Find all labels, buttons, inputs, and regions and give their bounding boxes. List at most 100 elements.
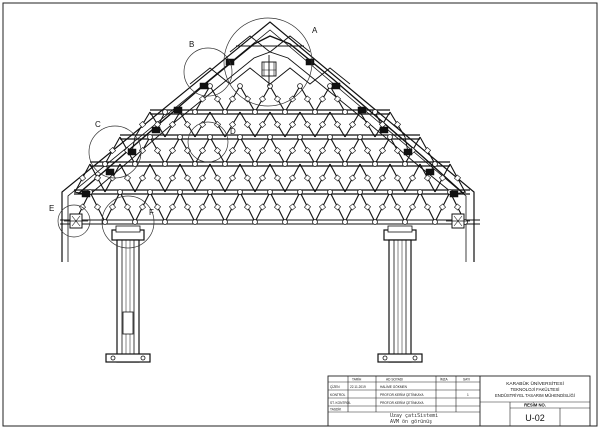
joint-node <box>357 134 363 140</box>
sleeve-connector <box>258 174 267 182</box>
joint-node <box>297 134 303 140</box>
sleeve-connector <box>363 120 372 129</box>
sleeve-connector <box>363 146 372 155</box>
sleeve-connector <box>228 146 237 155</box>
sleeve-connector <box>378 120 387 129</box>
sleeve-connector <box>183 174 192 182</box>
slope-connector-block <box>379 126 389 134</box>
row-date-drawn: 22.11.2019 <box>350 385 366 389</box>
joint-node <box>342 219 348 225</box>
slope-connector-block <box>331 82 341 90</box>
slope-connector-block <box>357 106 367 114</box>
joint-node <box>147 189 153 195</box>
joint-node <box>432 219 438 225</box>
sleeve-connector <box>453 174 462 182</box>
sleeve-connector <box>213 203 222 211</box>
drawing-no-label: RESİM NO. <box>524 403 546 408</box>
joint-node <box>222 109 228 115</box>
sleeve-connector <box>168 203 177 211</box>
apex-truss <box>189 35 351 86</box>
sleeve-connector <box>333 203 342 211</box>
sleeve-connector <box>303 174 312 182</box>
sleeve-connector <box>288 203 297 211</box>
detail-labels: A B C D E F <box>49 26 318 217</box>
detail-label-e: E <box>49 204 54 213</box>
joint-node <box>207 134 213 140</box>
sleeve-connector <box>438 203 447 211</box>
sleeve-connector <box>288 146 297 155</box>
joint-node <box>177 134 183 140</box>
joint-node <box>297 83 303 89</box>
joint-node <box>372 161 378 167</box>
right-eave-bracket <box>446 213 470 229</box>
left-eave-bracket <box>64 213 88 229</box>
sleeve-connector <box>363 174 372 182</box>
joint-node <box>267 189 273 195</box>
sleeve-connector <box>198 203 207 211</box>
sleeve-connector <box>333 146 342 155</box>
right-column <box>377 225 423 363</box>
joint-node <box>312 161 318 167</box>
roof-outer-profile <box>61 21 475 262</box>
left-column <box>105 225 151 363</box>
sleeve-connector <box>108 146 117 155</box>
sleeve-connector <box>408 174 417 182</box>
sleeve-connector <box>78 174 87 182</box>
sleeve-connector <box>273 174 282 182</box>
sleeve-connector <box>93 174 102 182</box>
joint-node <box>207 189 213 195</box>
sleeve-connector <box>393 174 402 182</box>
joint-node <box>222 161 228 167</box>
joint-node <box>327 134 333 140</box>
sleeve-connector <box>243 95 252 103</box>
sleeve-connector <box>438 174 447 182</box>
sleeve-connector <box>168 120 177 129</box>
slope-connectors <box>81 58 459 198</box>
sleeve-connector <box>123 203 132 211</box>
sleeve-connector <box>273 120 282 129</box>
row-label-approve: TASDİK <box>330 407 342 412</box>
sleeve-connector <box>303 146 312 155</box>
joint-node <box>282 161 288 167</box>
university-line-1: KARABÜK ÜNİVERSİTESİ <box>506 380 564 387</box>
top-chord <box>77 35 465 195</box>
sleeve-connector <box>108 203 117 211</box>
sleeve-connector <box>258 203 267 211</box>
sleeve-connector <box>228 120 237 129</box>
sleeve-connector <box>408 203 417 211</box>
joint-node <box>192 219 198 225</box>
sleeve-connector <box>183 120 192 129</box>
joint-node <box>132 161 138 167</box>
row-label-check: KONTROL <box>330 393 346 397</box>
joint-node <box>147 134 153 140</box>
joint-node <box>267 134 273 140</box>
sleeve-connector <box>288 174 297 182</box>
sleeve-connector <box>393 120 402 129</box>
detail-label-a: A <box>312 26 318 35</box>
joint-node <box>102 219 108 225</box>
slope-connector-block <box>425 168 435 176</box>
detail-label-f: F <box>149 208 154 217</box>
joint-node <box>252 161 258 167</box>
sleeve-connector <box>348 174 357 182</box>
sleeve-connector <box>153 146 162 155</box>
joint-node <box>192 161 198 167</box>
sleeve-connector <box>243 174 252 182</box>
sleeve-connector <box>333 120 342 129</box>
sleeve-connector <box>363 203 372 211</box>
slope-connector-block <box>449 190 459 198</box>
joint-node <box>372 109 378 115</box>
sleeve-connector <box>348 120 357 129</box>
col-header-signature: İMZA <box>440 377 448 382</box>
col-header-scale: SAYI <box>463 378 470 382</box>
sleeve-connector <box>303 120 312 129</box>
joint-node <box>237 134 243 140</box>
bottom-left-line-1: Uzay çatıSistemi <box>390 413 438 419</box>
joint-node <box>102 161 108 167</box>
university-line-2: TEKNOLOJİ FAKÜLTESİ <box>511 387 560 392</box>
title-block <box>327 375 591 427</box>
joint-node <box>342 109 348 115</box>
joint-node <box>327 189 333 195</box>
joint-node <box>192 109 198 115</box>
